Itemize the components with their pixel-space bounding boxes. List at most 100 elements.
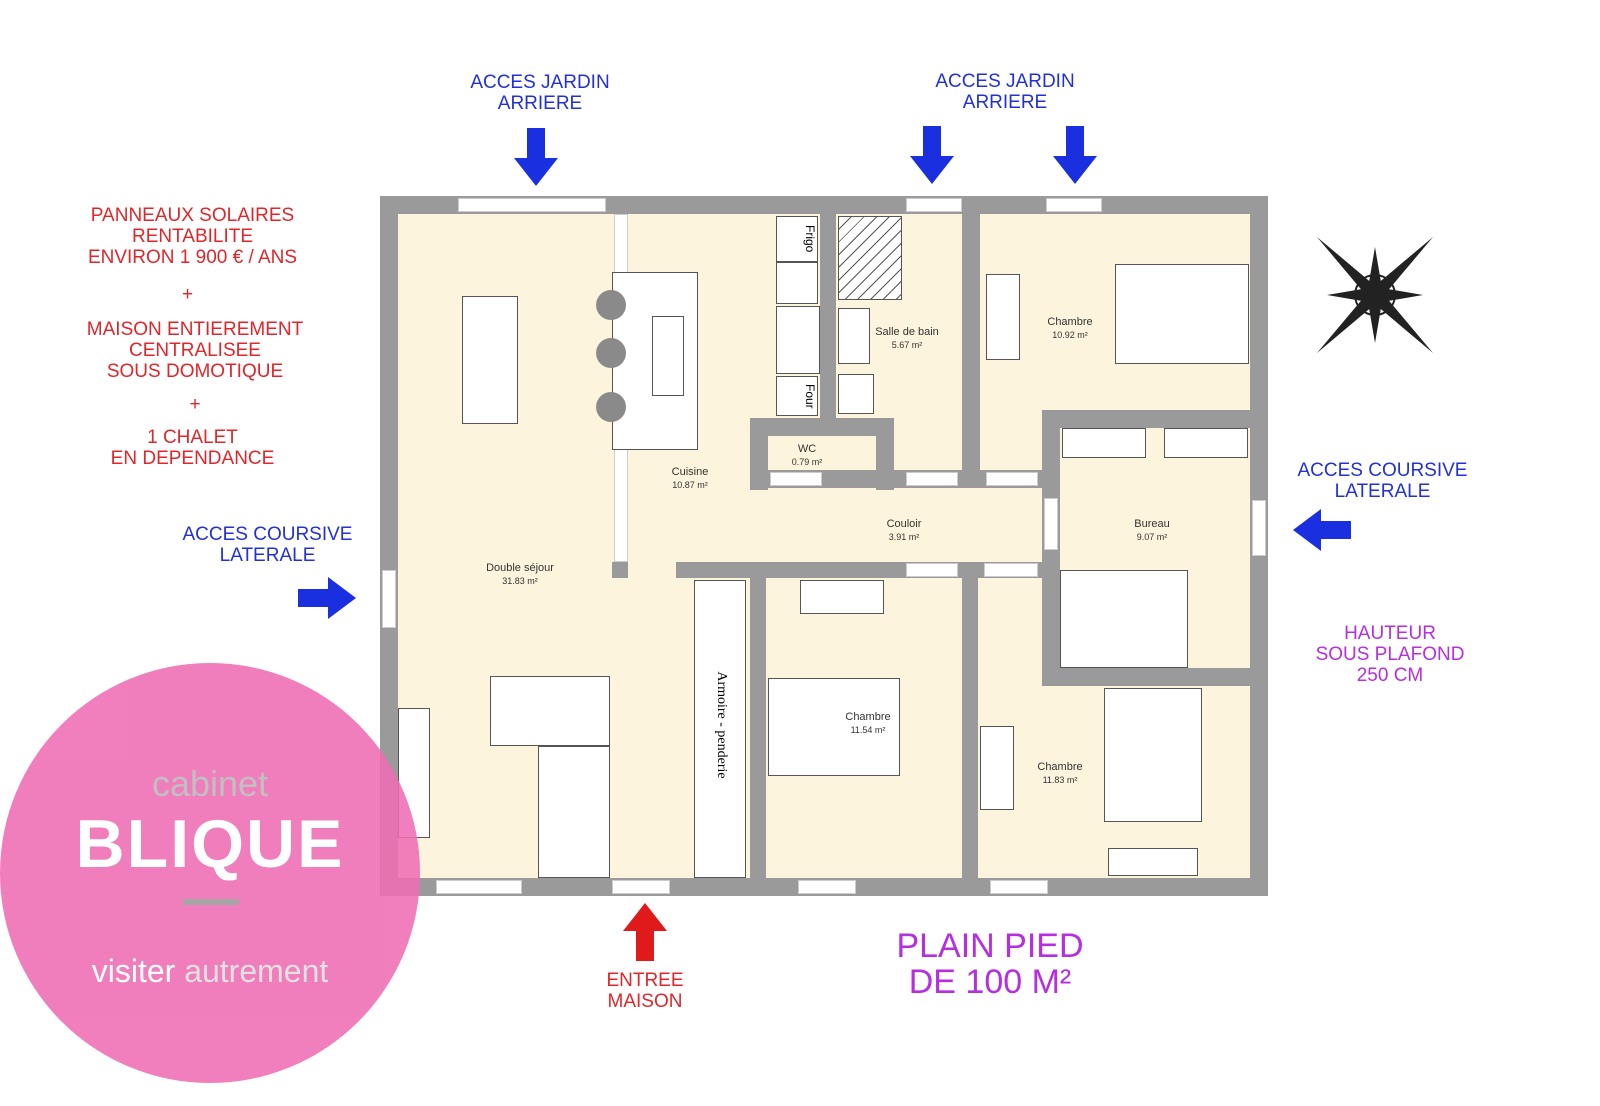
sink-icon xyxy=(652,316,684,396)
logo-subtitle: cabinet xyxy=(151,763,269,804)
room-name: Chambre xyxy=(845,711,891,723)
note-line: ACCES JARDIN xyxy=(935,71,1075,92)
room-area: 5.67 m² xyxy=(891,340,923,350)
desk xyxy=(1060,570,1188,668)
wall xyxy=(750,562,766,896)
room-label-chambre-1: Chambre 10.92 m² xyxy=(1030,316,1110,342)
tagline-word: autrement xyxy=(184,953,329,989)
arrow-up-icon xyxy=(623,903,667,961)
note-line: ACCES JARDIN xyxy=(470,72,610,93)
room-area: 3.91 m² xyxy=(888,532,920,542)
note-line: ARRIERE xyxy=(497,93,583,114)
note-line: DE 100 M² xyxy=(908,963,1072,1001)
tagline-word: visiter xyxy=(91,953,176,989)
agency-logo: cabinet BLIQUE visiter autrement xyxy=(0,663,420,1083)
door-opening xyxy=(984,563,1038,577)
stool xyxy=(596,338,626,368)
note-line: ENTREE xyxy=(606,970,684,991)
arrow-left-icon xyxy=(1293,509,1351,551)
sofa xyxy=(538,746,610,878)
room-area: 0.79 m² xyxy=(791,457,823,467)
room-label-sejour: Double séjour 31.83 m² xyxy=(460,562,580,588)
wall xyxy=(612,562,628,578)
room-area: 31.83 m² xyxy=(502,576,538,586)
window xyxy=(990,880,1048,894)
wall xyxy=(820,214,836,418)
note-line: ENVIRON 1 900 € / ANS xyxy=(87,247,298,268)
room-name: Bureau xyxy=(1134,518,1170,530)
plus-1: + xyxy=(181,284,194,305)
wall xyxy=(1042,668,1250,686)
room-name: Double séjour xyxy=(486,562,554,574)
room-label-chambre-2: Chambre 11.54 m² xyxy=(828,711,908,737)
washbasin xyxy=(838,308,870,364)
note-line: CENTRALISEE xyxy=(129,340,261,361)
bed xyxy=(1115,264,1249,364)
wall xyxy=(750,418,894,436)
sofa xyxy=(490,676,610,746)
note-line: LATERALE xyxy=(1334,481,1431,502)
side-door[interactable] xyxy=(1252,500,1266,556)
bed xyxy=(1104,688,1202,822)
garden-access-right: ACCES JARDIN ARRIERE xyxy=(905,71,1105,113)
room-area: 11.83 m² xyxy=(1042,775,1078,785)
wardrobe xyxy=(980,726,1014,810)
wall xyxy=(962,562,978,896)
note-line: EN DEPENDANCE xyxy=(110,448,275,469)
chalet-note: 1 CHALET EN DEPENDANCE xyxy=(60,427,325,469)
side-door[interactable] xyxy=(382,570,396,628)
arrow-down-icon xyxy=(514,128,558,186)
window xyxy=(436,880,522,894)
ceiling-height-note: HAUTEUR SOUS PLAFOND 250 CM xyxy=(1290,623,1490,686)
arrow-down-icon xyxy=(1053,126,1097,184)
arrow-down-icon xyxy=(910,126,954,184)
logo-underline xyxy=(183,899,239,905)
note-line: 1 CHALET xyxy=(147,427,238,448)
note-line: LATERALE xyxy=(219,545,316,566)
window xyxy=(798,880,856,894)
shower xyxy=(838,216,902,300)
note-line: HAUTEUR xyxy=(1344,623,1436,644)
room-area: 10.87 m² xyxy=(672,480,708,490)
room-label-couloir: Couloir 3.91 m² xyxy=(864,518,944,544)
room-area: 10.92 m² xyxy=(1052,330,1088,340)
note-line: ACCES COURSIVE xyxy=(1297,460,1468,481)
domotique-note: MAISON ENTIEREMENT CENTRALISEE SOUS DOMO… xyxy=(60,319,330,382)
wardrobe-label: Armoire - penderie xyxy=(714,671,729,779)
surface-note: PLAIN PIED DE 100 M² xyxy=(860,928,1120,1000)
arrow-right-icon xyxy=(298,577,356,619)
stool xyxy=(596,392,626,422)
oven: Four xyxy=(776,376,818,416)
counter xyxy=(776,306,820,374)
room-area: 11.54 m² xyxy=(850,725,886,735)
door-opening xyxy=(906,472,958,486)
door-opening xyxy=(1044,498,1058,550)
note-line: ARRIERE xyxy=(962,92,1048,113)
room-name: Chambre xyxy=(1047,316,1093,328)
room-name: Couloir xyxy=(886,518,922,530)
note-line: MAISON ENTIEREMENT xyxy=(86,319,304,340)
note-line: ACCES COURSIVE xyxy=(182,524,353,545)
wall xyxy=(962,196,980,488)
tv-unit xyxy=(1108,848,1198,876)
stool xyxy=(596,290,626,320)
window xyxy=(458,198,606,212)
door-opening xyxy=(770,472,822,486)
bed xyxy=(768,678,900,776)
room-name: WC xyxy=(797,443,817,455)
wc-floor xyxy=(768,436,876,470)
stove xyxy=(776,262,818,304)
cabinet xyxy=(800,580,884,614)
window xyxy=(1046,198,1102,212)
cabinet xyxy=(1164,428,1248,458)
solar-note: PANNEAUX SOLAIRES RENTABILITE ENVIRON 1 … xyxy=(60,205,325,268)
front-door[interactable] xyxy=(612,880,670,894)
dining-table xyxy=(462,296,518,424)
note-line: RENTABILITE xyxy=(131,226,254,247)
wall xyxy=(1042,410,1250,428)
compass-rose-icon xyxy=(1317,237,1433,353)
fridge: Frigo xyxy=(776,216,818,262)
